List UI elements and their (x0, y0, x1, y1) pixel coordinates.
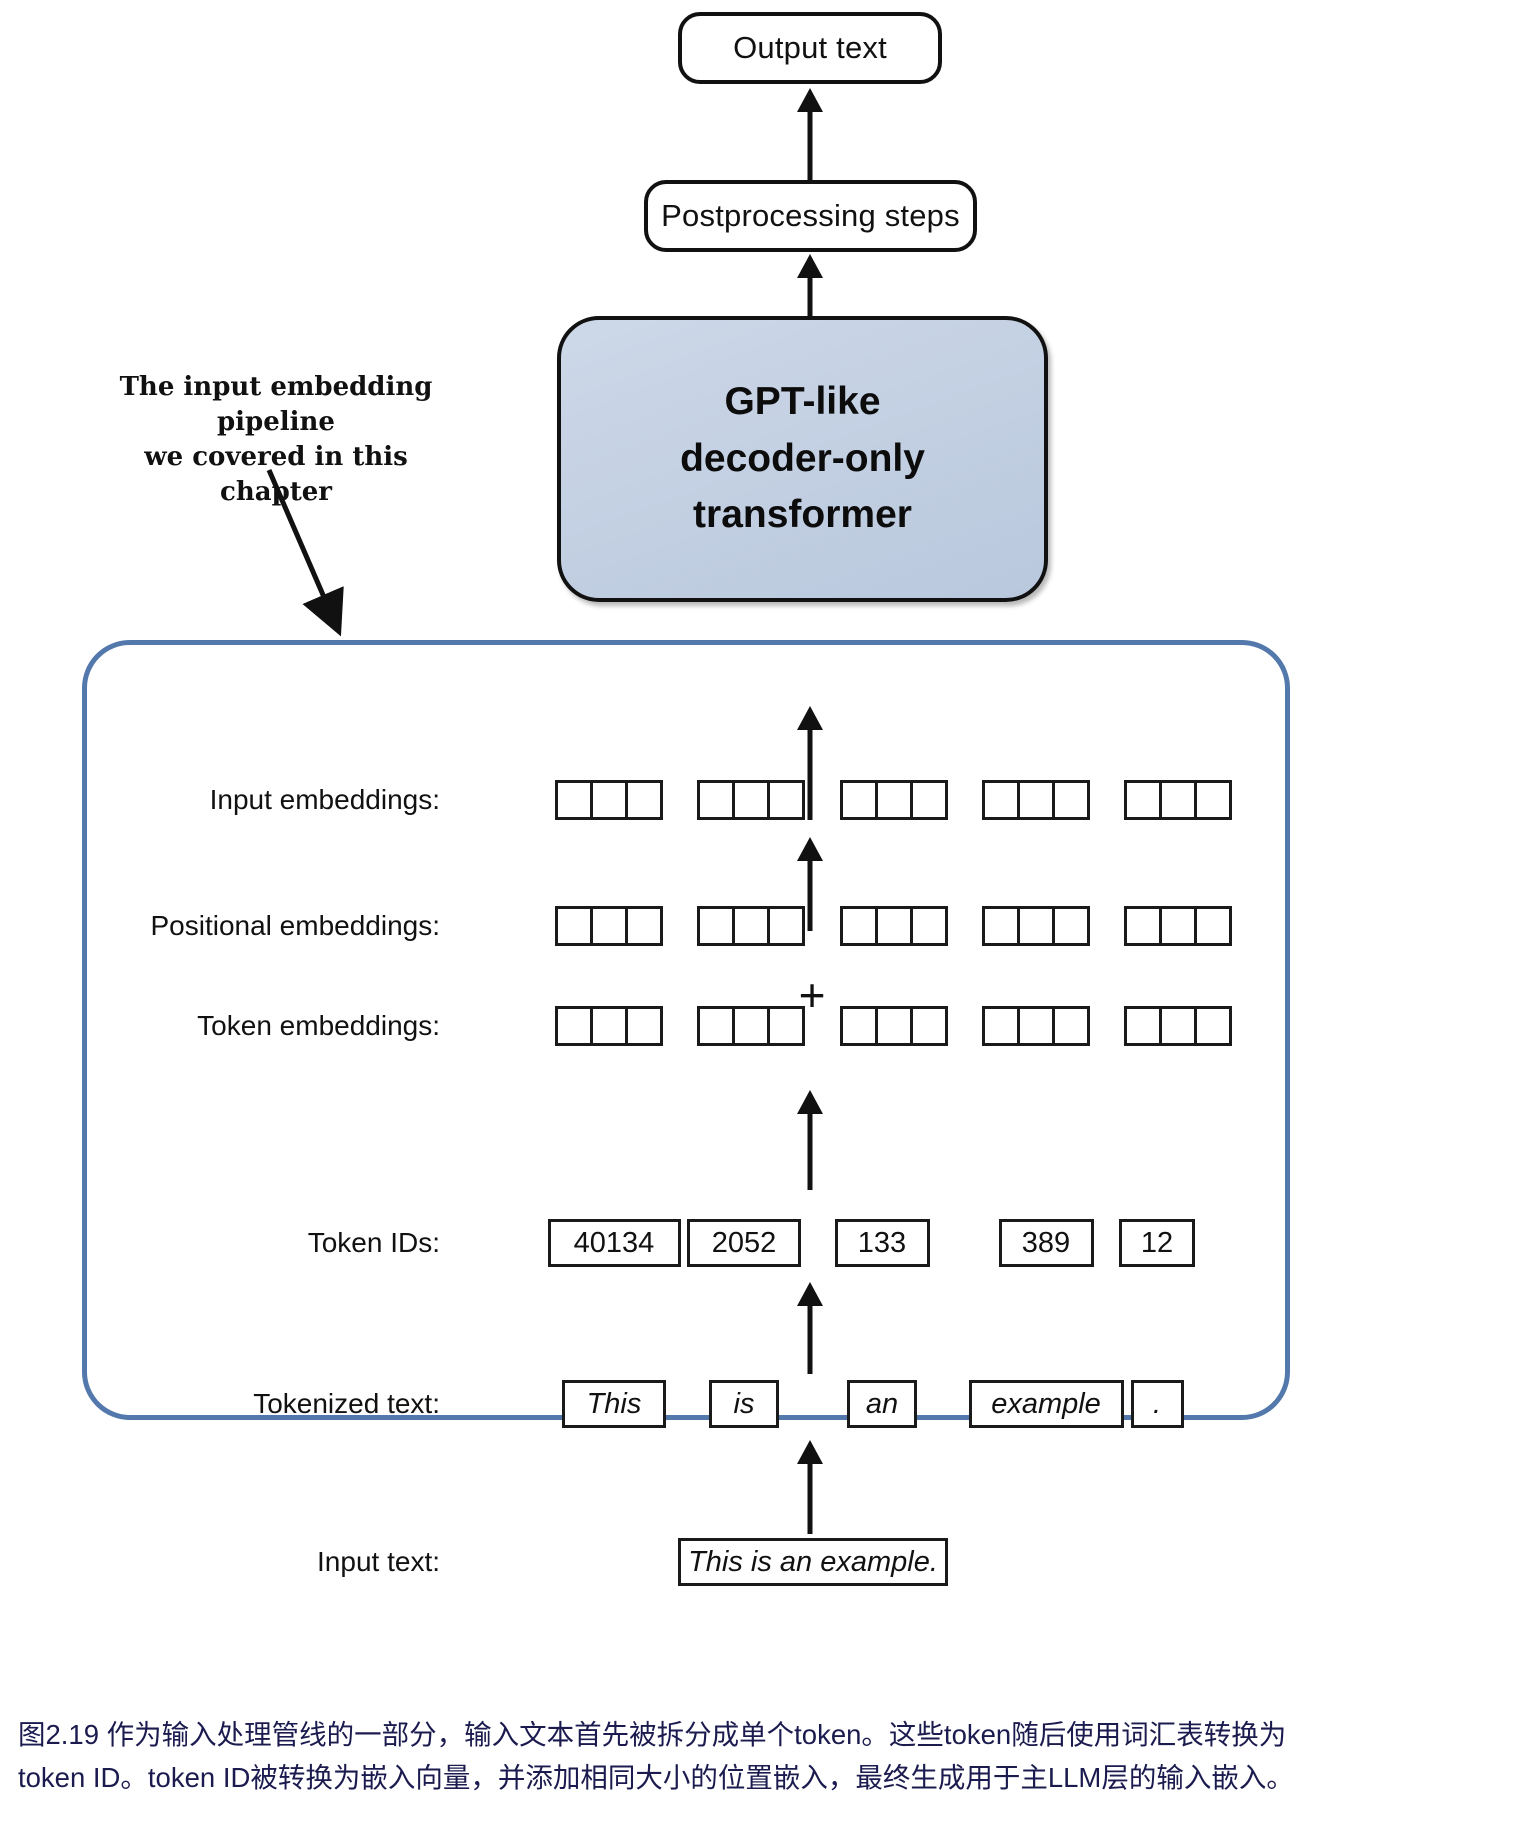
token-id-box: 40134 (547, 1219, 681, 1267)
embedding-vector-group (555, 780, 663, 820)
row-label-token-ids: Token IDs: (307, 1227, 440, 1258)
embedding-cell (910, 906, 948, 946)
embedding-cell (875, 1006, 913, 1046)
annotation-arrow-icon (266, 469, 344, 637)
input-embedding-pipeline-container (82, 640, 1290, 1420)
embedding-vector-group (697, 780, 805, 820)
embedding-vector-group (697, 1006, 805, 1046)
embedding-cell (697, 906, 735, 946)
postprocessing-steps-label: Postprocessing steps (661, 198, 960, 233)
token-id-box: 2052 (687, 1219, 801, 1267)
embedding-vector-group (555, 906, 663, 946)
embedding-vector-group (840, 1006, 948, 1046)
embedding-cell (1017, 780, 1055, 820)
embedding-cell (1194, 780, 1232, 820)
embedding-cell (982, 906, 1020, 946)
embedding-cell (732, 780, 770, 820)
embedding-cell (1124, 780, 1162, 820)
embedding-cell (840, 1006, 878, 1046)
embedding-cell (910, 780, 948, 820)
embedding-cell (1124, 906, 1162, 946)
token-id-box: 12 (1119, 1219, 1195, 1267)
embedding-cell (590, 780, 628, 820)
embedding-cell (1159, 780, 1197, 820)
embedding-cell (1017, 1006, 1055, 1046)
row-label-input-text: Input text: (317, 1546, 440, 1577)
embedding-vector-group (982, 1006, 1090, 1046)
token-box: is (709, 1380, 779, 1428)
embedding-cell (767, 906, 805, 946)
embedding-cell (625, 1006, 663, 1046)
figure-caption: 图2.19 作为输入处理管线的一部分，输入文本首先被拆分成单个token。这些t… (18, 1714, 1502, 1799)
input-text-box: This is an example. (678, 1538, 948, 1586)
embedding-cell (840, 906, 878, 946)
output-text-label: Output text (733, 30, 887, 65)
embedding-cell (767, 1006, 805, 1046)
embedding-cell (732, 906, 770, 946)
embedding-cell (1017, 906, 1055, 946)
embedding-cell (590, 906, 628, 946)
embedding-cell (875, 780, 913, 820)
embedding-cell (555, 906, 593, 946)
embedding-cell (625, 906, 663, 946)
embedding-cell (555, 780, 593, 820)
caption-line-2: token ID。token ID被转换为嵌入向量，并添加相同大小的位置嵌入，最… (18, 1761, 1294, 1793)
embedding-cell (625, 780, 663, 820)
row-label-token-embeddings: Token embeddings: (197, 1010, 440, 1041)
embedding-vector-group (982, 780, 1090, 820)
embedding-cell (840, 780, 878, 820)
embedding-vector-group (982, 906, 1090, 946)
token-id-box: 389 (998, 1219, 1094, 1267)
output-text-box: Output text (678, 12, 942, 84)
embedding-vector-group (697, 906, 805, 946)
embedding-cell (875, 906, 913, 946)
embedding-vector-group (840, 906, 948, 946)
embedding-vector-group (555, 1006, 663, 1046)
embedding-vector-group (1124, 780, 1232, 820)
embedding-cell (1159, 1006, 1197, 1046)
embedding-cell (1194, 906, 1232, 946)
embedding-cell (767, 780, 805, 820)
token-box: . (1130, 1380, 1184, 1428)
embedding-cell (697, 780, 735, 820)
embedding-cell (982, 780, 1020, 820)
token-box: This (562, 1380, 666, 1428)
token-id-box: 133 (834, 1219, 930, 1267)
embedding-cell (1052, 906, 1090, 946)
token-box: example (968, 1380, 1124, 1428)
embedding-cell (590, 1006, 628, 1046)
embedding-cell (982, 1006, 1020, 1046)
caption-line-1: 图2.19 作为输入处理管线的一部分，输入文本首先被拆分成单个token。这些t… (18, 1719, 1287, 1750)
embedding-cell (697, 1006, 735, 1046)
embedding-cell (1052, 1006, 1090, 1046)
embedding-cell (1159, 906, 1197, 946)
row-label-input-embeddings: Input embeddings: (209, 784, 440, 815)
embedding-cell (732, 1006, 770, 1046)
token-box: an (847, 1380, 917, 1428)
embedding-cell (1194, 1006, 1232, 1046)
embedding-vector-group (840, 780, 948, 820)
embedding-vector-group (1124, 1006, 1232, 1046)
postprocessing-steps-box: Postprocessing steps (644, 180, 977, 252)
embedding-cell (1124, 1006, 1162, 1046)
embedding-cell (555, 1006, 593, 1046)
embedding-cell (910, 1006, 948, 1046)
embedding-cell (1052, 780, 1090, 820)
embedding-vector-group (1124, 906, 1232, 946)
row-label-tokenized-text: Tokenized text: (253, 1388, 440, 1419)
row-label-positional-embeddings: Positional embeddings: (150, 910, 440, 941)
